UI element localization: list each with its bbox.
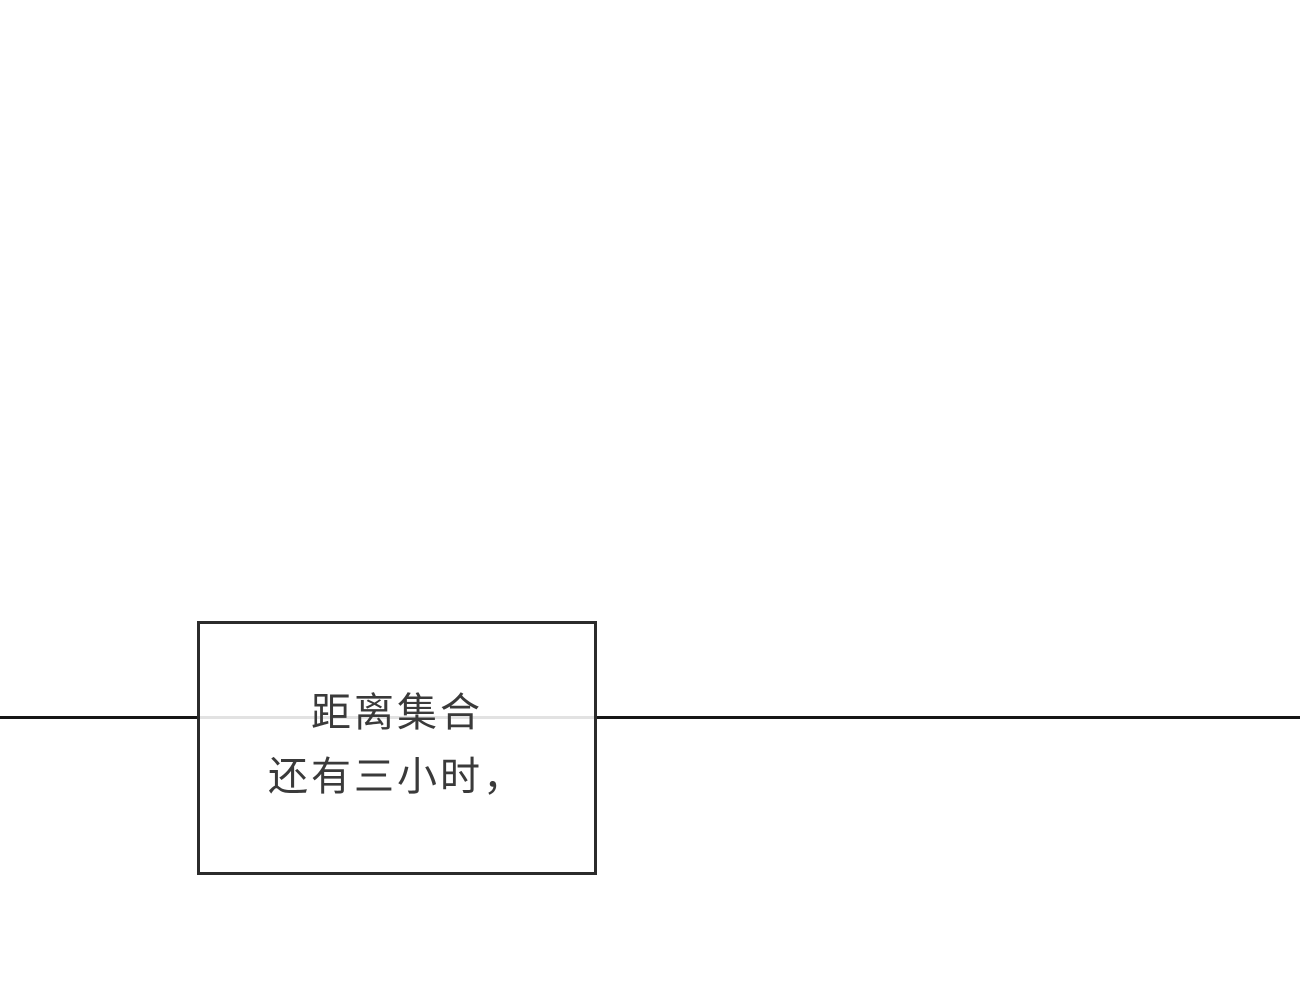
panel-divider-line xyxy=(0,716,1300,719)
caption-line-2: 还有三小时， xyxy=(268,754,526,800)
caption-box: 距离集合 还有三小时， xyxy=(197,621,597,875)
caption-line-1: 距离集合 xyxy=(311,690,483,736)
caption-text: 距离集合 还有三小时， xyxy=(268,681,526,809)
